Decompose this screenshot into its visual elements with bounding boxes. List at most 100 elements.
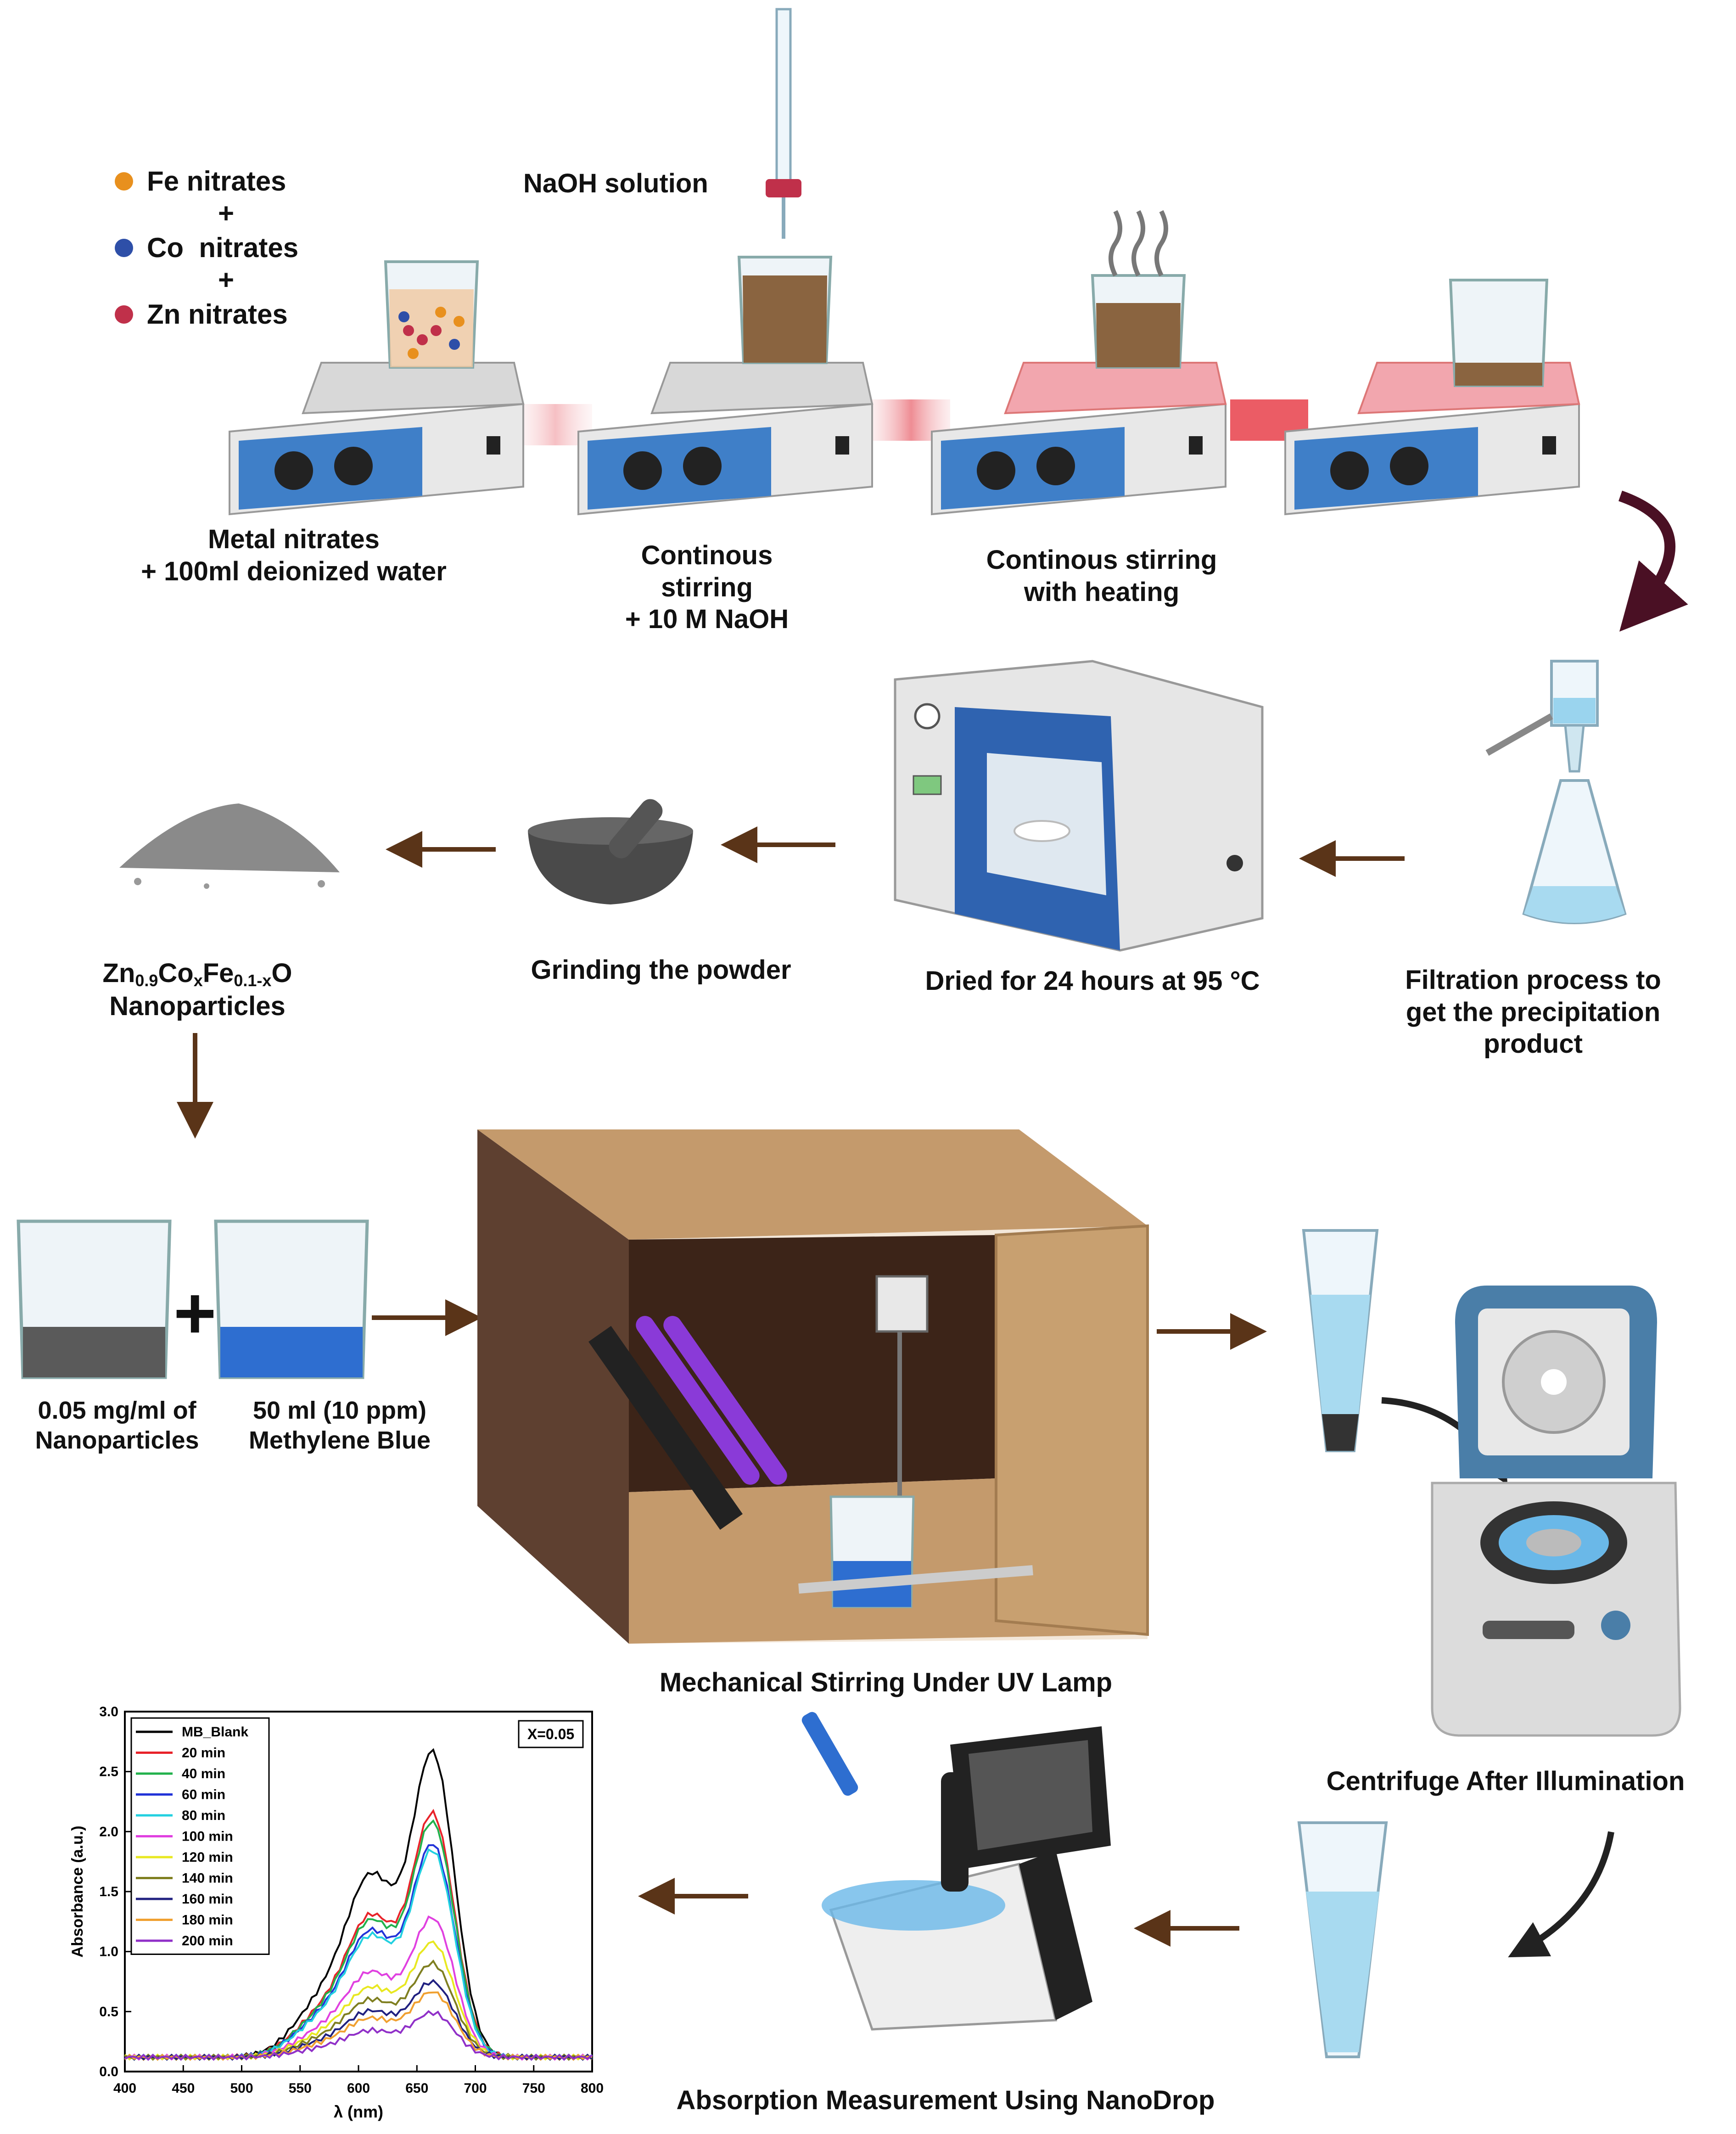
- y-tick-label: 2.0: [99, 1824, 118, 1839]
- x-tick-label: 550: [289, 2081, 312, 2096]
- step-drying: Dried for 24 hours at 95 °C: [925, 966, 1260, 996]
- x-tick-label: 500: [230, 2081, 253, 2096]
- legend-label: 180 min: [182, 1913, 233, 1928]
- beaker-icon: [17, 1219, 172, 1379]
- y-axis-label: Absorbance (a.u.): [69, 1825, 86, 1957]
- beaker-icon: [384, 260, 479, 369]
- nanodrop-spectrophotometer-icon: [801, 1712, 1111, 2031]
- step-filtration-line1: Filtration process to: [1405, 965, 1661, 995]
- burette-icon: [766, 8, 801, 239]
- label-np-conc: 0.05 mg/ml of Nanoparticles: [9, 1396, 225, 1455]
- formula-fe-sub: 0.1-x: [234, 971, 272, 990]
- x-tick-label: 750: [522, 2081, 545, 2096]
- legend-label: 20 min: [182, 1746, 225, 1761]
- legend-label: 200 min: [182, 1933, 233, 1949]
- reagent-fe: Fe nitrates: [115, 165, 286, 197]
- legend-label: 120 min: [182, 1850, 233, 1865]
- mb-conc-line2: Methylene Blue: [248, 1426, 431, 1454]
- hotplate-stirrer-icon: [577, 362, 874, 516]
- absorbance-chart: 400 450 500 550 600 650 700 750 800 0.0 0.5 1.0 1.5 2…: [69, 1704, 604, 2121]
- annotation-box: [518, 1720, 584, 1748]
- np-conc-line1: 0.05 mg/ml of: [38, 1397, 196, 1424]
- x-axis-label: λ (nm): [334, 2102, 383, 2121]
- step-filtration-line3: product: [1484, 1029, 1583, 1059]
- y-tick-label: 3.0: [99, 1704, 118, 1719]
- reagent-co-label: Co nitrates: [147, 232, 299, 263]
- step-stirring-heating-line1: Continous stirring: [986, 545, 1217, 575]
- step-filtration-line2: get the precipitation: [1406, 997, 1661, 1027]
- y-tick-label: 0.0: [99, 2064, 118, 2079]
- x-tick-label: 400: [113, 2081, 136, 2096]
- step-filtration: Filtration process to get the precipitat…: [1359, 964, 1708, 1060]
- legend-label: 40 min: [182, 1766, 225, 1781]
- step-metal-nitrates-line2: + 100ml deionized water: [141, 556, 447, 586]
- nanoparticle-formula: Zn0.9CoxFe0.1-xO: [69, 957, 326, 990]
- plus-sign-large: +: [174, 1272, 217, 1354]
- step-centrifuge: Centrifuge After Illumination: [1326, 1766, 1685, 1796]
- step-stirring-heating-line2: with heating: [1024, 577, 1180, 607]
- beaker-icon: [1449, 279, 1549, 387]
- hotplate-stirrer-icon: [229, 362, 525, 516]
- centrifuge-tube-icon: [1302, 1229, 1379, 1452]
- formula-zn-sub: 0.9: [135, 971, 158, 990]
- legend-label: 60 min: [182, 1787, 225, 1803]
- naoh-label: NaOH solution: [523, 168, 708, 198]
- plus-sign: +: [218, 198, 235, 229]
- x-tick-label: 700: [464, 2081, 487, 2096]
- mortar-pestle-icon: [528, 799, 693, 904]
- hotplate-stirrer-icon: [931, 362, 1227, 516]
- zn-dot-icon: [115, 305, 133, 324]
- step-stirring-naoh-line3: + 10 M NaOH: [625, 604, 789, 635]
- step-metal-nitrates-line1: Metal nitrates: [208, 524, 380, 554]
- x-tick-label: 600: [347, 2081, 370, 2096]
- beaker-icon: [737, 256, 833, 364]
- legend-label: 140 min: [182, 1871, 233, 1886]
- step-uv: Mechanical Stirring Under UV Lamp: [659, 1668, 1113, 1697]
- label-mb-conc: 50 ml (10 ppm) Methylene Blue: [230, 1396, 450, 1455]
- reagent-co: Co nitrates: [115, 232, 298, 264]
- annotation-label: X=0.05: [527, 1726, 574, 1742]
- formula-co-sub: x: [193, 971, 203, 990]
- powder-pile-icon: [119, 803, 340, 889]
- centrifuge-icon: [1431, 1286, 1681, 1737]
- y-tick-label: 0.5: [99, 2004, 118, 2019]
- plus-sign: +: [218, 264, 235, 295]
- uv-lamp-box-icon: [477, 1129, 1149, 1644]
- step-metal-nitrates: Metal nitrates + 100ml deionized water: [115, 523, 473, 587]
- x-tick-label: 650: [405, 2081, 428, 2096]
- step-stirring-naoh-line2: stirring: [661, 572, 753, 602]
- formula-zn: Zn: [102, 958, 135, 988]
- curved-arrow-down: [1618, 490, 1688, 632]
- y-tick-label: 1.5: [99, 1884, 118, 1899]
- step-grinding: Grinding the powder: [531, 955, 791, 985]
- step-nanodrop: Absorption Measurement Using NanoDrop: [676, 2085, 1215, 2115]
- vacuum-filtration-flask-icon: [1485, 660, 1627, 924]
- np-conc-line2: Nanoparticles: [35, 1426, 199, 1454]
- step-stirring-heating: Continous stirring with heating: [936, 544, 1267, 608]
- mb-conc-line1: 50 ml (10 ppm): [252, 1397, 427, 1424]
- steam-icon: [1109, 210, 1168, 277]
- fe-dot-icon: [115, 172, 133, 191]
- legend-label: 100 min: [182, 1829, 233, 1844]
- co-dot-icon: [115, 238, 133, 257]
- legend-label: MB_Blank: [182, 1724, 248, 1740]
- legend-label: 160 min: [182, 1892, 233, 1907]
- beaker-icon: [1091, 274, 1186, 369]
- curved-arrow-black-2: [1508, 1831, 1614, 1958]
- x-tick-label: 450: [172, 2081, 195, 2096]
- step-stirring-naoh-line1: Continous: [641, 540, 773, 570]
- centrifuge-tube-icon: [1297, 1821, 1388, 2058]
- drying-oven-icon: [894, 660, 1264, 952]
- legend-label: 80 min: [182, 1808, 225, 1823]
- step-stirring-naoh: Continous stirring + 10 M NaOH: [565, 539, 849, 635]
- y-tick-label: 2.5: [99, 1764, 118, 1780]
- x-tick-label: 800: [581, 2081, 604, 2096]
- formula-co: Co: [158, 958, 194, 988]
- reagent-zn-label: Zn nitrates: [147, 299, 288, 330]
- y-tick-label: 1.0: [99, 1944, 118, 1960]
- nanoparticles-line2: Nanoparticles: [109, 991, 286, 1022]
- step-nanoparticles: Zn0.9CoxFe0.1-xO Nanoparticles: [69, 957, 326, 1022]
- reagent-fe-label: Fe nitrates: [147, 166, 286, 197]
- formula-fe: Fe: [202, 958, 234, 988]
